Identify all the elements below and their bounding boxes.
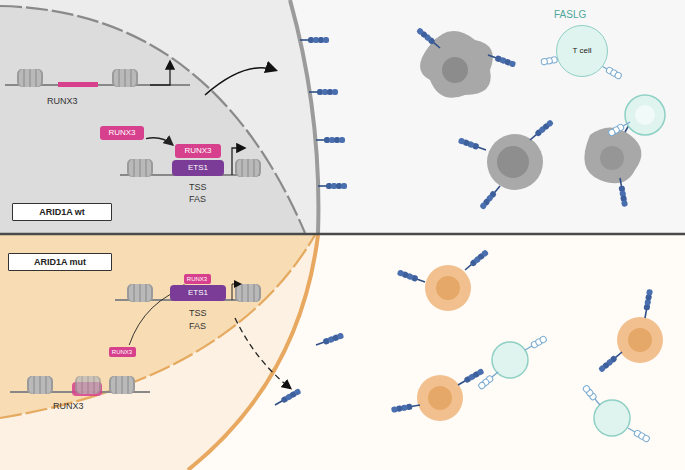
node-text: RUNX3 <box>187 276 207 282</box>
node-text: ETS1 <box>188 164 208 172</box>
protein: ETS1 <box>170 285 226 301</box>
gene-label: TSS <box>189 183 207 192</box>
protein: RUNX3 <box>175 144 221 158</box>
gene-label: RUNX3 <box>53 402 84 411</box>
node-text: ETS1 <box>188 289 208 297</box>
protein: RUNX3 <box>109 347 136 357</box>
node-text: RUNX3 <box>112 349 132 355</box>
tag-box: ARID1A mut <box>8 253 112 271</box>
node-text: ARID1A mut <box>34 258 86 267</box>
gene-label: RUNX3 <box>47 97 78 106</box>
protein: ETS1 <box>172 160 224 176</box>
binding-arrow <box>146 138 173 145</box>
protein: RUNX3 <box>100 126 144 140</box>
node-text: RUNX3 <box>184 147 211 155</box>
cell: T cell <box>556 25 608 77</box>
node-text: T cell <box>573 47 592 55</box>
node-text: RUNX3 <box>108 129 135 137</box>
tag-box: ARID1A wt <box>12 203 112 221</box>
gene-label: FAS <box>189 195 206 204</box>
gene-label: TSS <box>189 309 207 318</box>
gene-label: FAS <box>189 322 206 331</box>
protein: RUNX3 <box>184 274 211 284</box>
node-text: ARID1A wt <box>39 208 85 217</box>
ligand-label: FASLG <box>554 10 586 20</box>
